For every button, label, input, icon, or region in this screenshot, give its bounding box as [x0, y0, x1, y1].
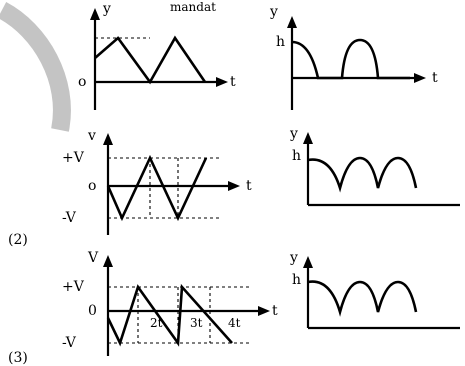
row1-right-y-arrow	[287, 16, 297, 28]
row1-right-x-arrow	[414, 73, 426, 83]
row2-right-wave	[307, 156, 418, 193]
row3-left-y-arrow	[103, 255, 113, 267]
row3-left-minus-label: -V	[62, 335, 77, 351]
row3-left-tick-2t: 2t	[150, 316, 163, 330]
row1-left-y-arrow	[90, 8, 100, 20]
row1-left-graph: y t o	[78, 1, 236, 110]
row2-left-minus-label: -V	[62, 210, 77, 226]
row3-right-wave	[307, 280, 418, 317]
row1-left-y-label: y	[102, 1, 111, 17]
row3-right-graph: y h	[289, 250, 460, 330]
row2-left-x-label: t	[246, 178, 252, 194]
row1-right-graph: y h t	[269, 4, 438, 110]
row2-right-y-arrow	[303, 132, 313, 144]
row3-left-tick-4t: 4t	[228, 316, 241, 330]
row3-left-graph: V +V 0 -V 2t 3t 4t t	[62, 250, 278, 356]
row2-right-y-label: y	[289, 126, 298, 142]
row1-right-x-label: t	[432, 70, 438, 86]
row1-left-origin: o	[78, 74, 86, 90]
row2-left-y-arrow	[103, 133, 113, 145]
row3-left-x-label: t	[272, 303, 278, 319]
header-fragment: mandat	[170, 0, 216, 14]
row3-left-origin: 0	[88, 303, 97, 319]
row2-right-graph: y h	[289, 126, 460, 207]
row1-left-x-arrow	[216, 77, 228, 87]
row3-right-y-arrow	[303, 256, 313, 268]
row2-right-h-label: h	[292, 148, 301, 164]
row1-right-y-label: y	[269, 4, 278, 20]
row1-right-wave	[291, 38, 410, 80]
row3-left-wave	[106, 283, 233, 347]
row3-right-h-label: h	[292, 272, 301, 288]
row1-left-x-label: t	[230, 74, 236, 90]
row2-left-graph: v +V o -V t	[62, 128, 252, 235]
row3-left-tick-3t: 3t	[190, 316, 203, 330]
row2-left-wave	[106, 154, 208, 222]
row2-left-y-label: v	[87, 128, 96, 144]
row1-right-h-label: h	[276, 34, 285, 50]
row3-right-y-label: y	[289, 250, 298, 266]
row2-left-plus-label: +V	[62, 150, 85, 166]
row3-left-y-label: V	[87, 250, 99, 266]
scan-artifact	[0, 2, 71, 132]
row3-marker: (3)	[8, 350, 28, 366]
row2-left-x-arrow	[228, 181, 240, 191]
row3-left-plus-label: +V	[62, 279, 85, 295]
row2-left-origin: o	[88, 178, 96, 194]
row1-left-wave	[94, 35, 207, 85]
row3-left-x-arrow	[258, 306, 270, 316]
row2-marker: (2)	[8, 232, 28, 248]
